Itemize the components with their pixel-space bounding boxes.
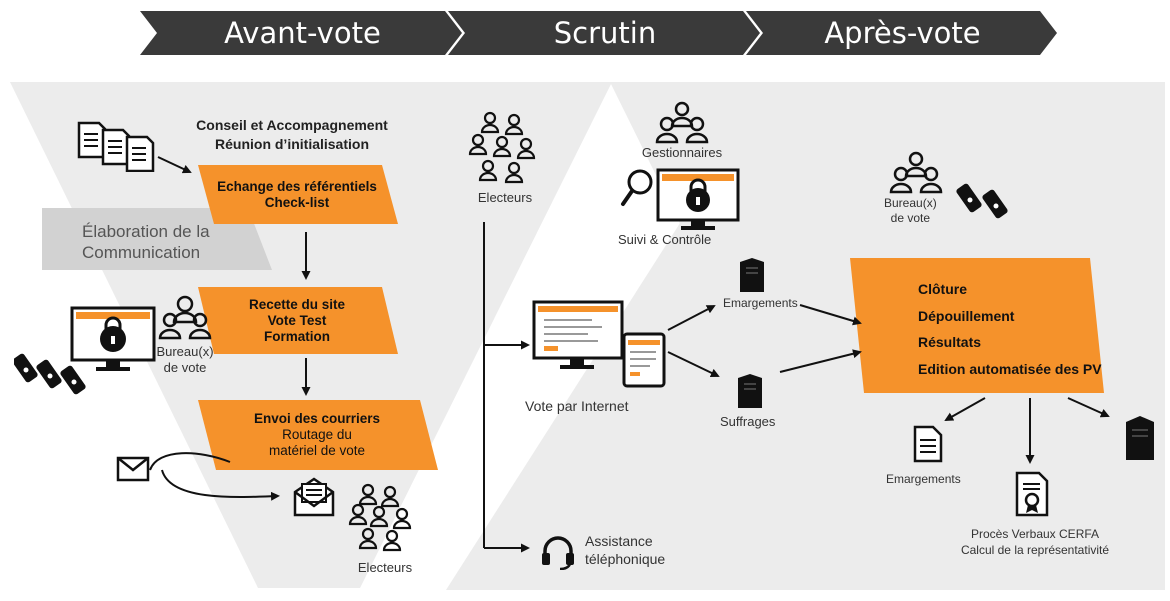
recette-line3: Formation [264,329,330,344]
conseil-line2: Réunion d’initialisation [215,136,369,152]
bureau-people-icon-2 [889,151,943,194]
box-recette [198,287,398,354]
phase-apres-vote: Après-vote [824,16,981,50]
emargements-label-1: Emargements [723,296,798,310]
box-echange [198,165,398,224]
electeurs-crowd-icon-2 [468,111,536,184]
phase-avant-vote: Avant-vote [224,16,381,50]
phase-banner-scrutin [448,11,760,55]
emargements-label-2: Emargements [886,472,961,486]
box-cloture [850,258,1104,393]
suffrages-label: Suffrages [720,414,776,429]
archive-server-icon [1126,416,1154,460]
suffrages-server-icon [738,374,762,408]
envoi-line3: matériel de vote [268,443,366,458]
step-cloture: Clôture [918,281,967,297]
electeurs-crowd-icon-1 [348,483,412,552]
assistance-label: Assistance téléphonique [585,532,665,568]
suivi-label: Suivi & Contrôle [618,232,712,247]
headset-icon [542,536,574,570]
assistance-line2: téléphonique [585,551,666,567]
cloture-steps: Clôture Dépouillement Résultats Edition … [918,276,1102,382]
phase-scrutin: Scrutin [553,16,657,50]
phase-banner-apres [746,11,1057,55]
assistance-line1: Assistance [585,533,653,549]
echange-label: Echange des référentiels Check-list [212,172,382,218]
envoi-line1: Envoi des courriers [253,411,381,426]
phase-banner-avant [140,11,462,55]
pv-line1: Procès Verbaux CERFA [970,527,1100,541]
bureau2-line1: Bureau(x) [884,196,937,210]
certificate-icon [1015,471,1049,517]
usb-keys-icon [14,353,86,395]
vote-internet-devices-icon [532,300,666,388]
envelope-icon [116,456,150,482]
gestionnaires-people-icon [655,101,709,144]
recette-label: Recette du site Vote Test Formation [212,294,382,348]
box-envoi [198,400,438,470]
usb-keys-icon-2 [956,183,1008,219]
elaboration-text: Élaboration de la Communication [82,221,210,263]
elaboration-line2: Communication [82,243,201,262]
pv-label: Procès Verbaux CERFA Calcul de la représ… [950,526,1120,558]
bureau-vote-label-1: Bureau(x) de vote [150,344,220,376]
conseil-text: Conseil et Accompagnement Réunion d’init… [172,116,412,154]
bureau2-line2: de vote [890,211,931,225]
bureau-people-icon-1 [158,295,212,340]
echange-line1: Echange des référentiels [217,179,377,194]
step-depouillement: Dépouillement [918,307,1015,324]
electeurs-label-1: Electeurs [357,560,413,575]
emargements-document-icon [913,425,943,463]
step-edition: Edition automatisée des PV [918,360,1102,377]
recette-line2: Vote Test [267,313,327,328]
bureau1-line2: de vote [163,360,207,375]
echange-line2: Check-list [264,195,330,210]
magnifier-icon [621,169,653,206]
open-envelope-icon [293,477,335,517]
vote-internet-label: Vote par Internet [525,398,629,414]
recette-line1: Recette du site [248,297,346,312]
elaboration-line1: Élaboration de la [82,222,210,241]
documents-icon [77,121,155,172]
bureau-vote-label-2: Bureau(x) de vote [884,196,937,226]
suivi-monitor-lock-icon [656,168,740,230]
monitor-lock-icon [70,306,156,371]
envoi-label: Envoi des courriers Routage du matériel … [214,405,420,465]
gestionnaires-label: Gestionnaires [641,145,723,160]
conseil-line1: Conseil et Accompagnement [196,117,388,133]
envoi-line2: Routage du [282,427,352,442]
step-resultats: Résultats [918,334,982,350]
bureau1-line1: Bureau(x) [156,344,214,359]
pv-line2: Calcul de la représentativité [960,543,1110,557]
emargements-server-icon [740,258,764,292]
electeurs-label-2: Electeurs [477,190,533,205]
